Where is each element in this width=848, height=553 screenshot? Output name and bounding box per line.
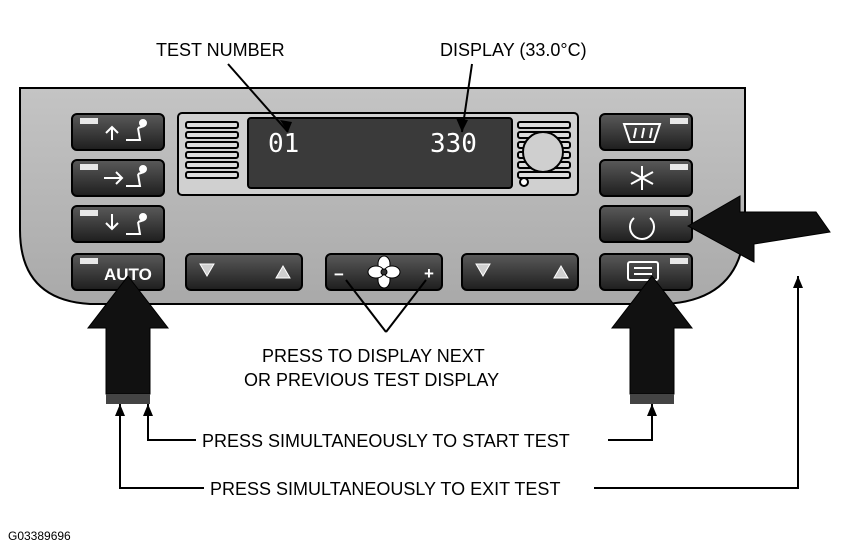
exit-test-leader — [119, 276, 799, 489]
start-arrowhead-right — [647, 404, 657, 416]
seat-up-arrow-icon — [105, 119, 147, 141]
defrost-head-button[interactable] — [71, 113, 165, 151]
fan-minus-label: − — [334, 265, 344, 284]
fan-plus-label: + — [424, 264, 434, 283]
start-test-label: PRESS SIMULTANEOUSLY TO START TEST — [202, 431, 570, 451]
rear-defrost-press-arrow-highlight — [630, 394, 674, 404]
left-temperature-rocker[interactable] — [185, 253, 303, 291]
face-vent-button[interactable] — [71, 159, 165, 197]
recirculation-button[interactable] — [599, 205, 693, 243]
auto-press-arrow-highlight — [106, 394, 150, 404]
lcd-display-value: 330 — [430, 129, 477, 159]
fan-icon — [367, 255, 401, 289]
rear-defrost-icon — [627, 261, 659, 281]
exit-arrowhead-left — [115, 404, 125, 416]
triangle-up-icon — [275, 265, 291, 279]
auto-button-label: AUTO — [104, 265, 152, 284]
right-temperature-rocker[interactable] — [461, 253, 579, 291]
triangle-down-icon — [475, 263, 491, 277]
floor-vent-button[interactable] — [71, 205, 165, 243]
display-housing: 01 330 — [177, 112, 579, 196]
fan-leader-left — [345, 279, 387, 333]
lcd-screen — [247, 117, 513, 189]
test-number-label: TEST NUMBER — [156, 40, 285, 60]
display-arrowhead — [456, 118, 468, 132]
test-number-leader — [227, 63, 289, 133]
ac-button[interactable] — [599, 159, 693, 197]
start-arrowhead-left — [143, 404, 153, 416]
press-next-line2: OR PREVIOUS TEST DISPLAY — [244, 370, 499, 390]
auto-button[interactable]: AUTO — [71, 253, 165, 291]
triangle-down-icon — [199, 263, 215, 277]
recirculation-press-arrow — [686, 195, 831, 263]
lcd-test-number: 01 — [268, 129, 299, 159]
display-label: DISPLAY (33.0°C) — [440, 40, 587, 60]
left-vent-icon — [185, 121, 239, 179]
exit-test-label: PRESS SIMULTANEOUSLY TO EXIT TEST — [210, 479, 560, 499]
seat-down-arrow-icon — [105, 213, 147, 235]
exit-arrowhead-right — [793, 276, 803, 288]
right-vent-icon — [517, 121, 571, 187]
fan-leader-right — [385, 279, 427, 333]
windshield-defrost-button[interactable] — [599, 113, 693, 151]
recirculation-icon — [629, 217, 655, 240]
snowflake-icon — [630, 166, 654, 190]
press-next-line1: PRESS TO DISPLAY NEXT — [262, 346, 485, 366]
test-number-arrowhead — [280, 120, 292, 132]
triangle-up-icon — [553, 265, 569, 279]
windshield-defrost-icon — [622, 123, 662, 143]
fan-speed-rocker[interactable]: − + — [325, 253, 443, 291]
figure-code: G03389696 — [8, 529, 71, 543]
seat-forward-arrow-icon — [104, 165, 147, 187]
